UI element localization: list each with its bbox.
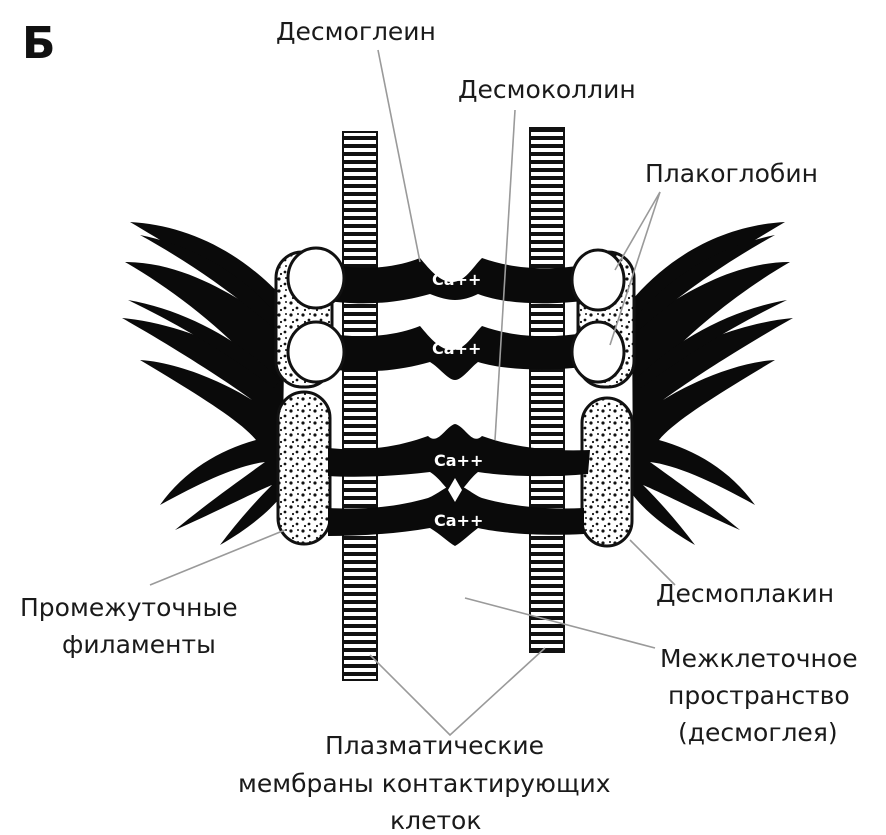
- plakoglobin-upper-left: [288, 248, 344, 308]
- label-desmoglein: Десмоглеин: [276, 17, 436, 46]
- calcium-label: Ca++: [434, 451, 483, 470]
- calcium-label: Ca++: [434, 511, 483, 530]
- leader-membranes: [370, 648, 545, 735]
- label-desmoplakin: Десмоплакин: [656, 579, 834, 608]
- panel-letter: Б: [22, 18, 56, 69]
- label-desmocollin: Десмоколлин: [458, 75, 636, 104]
- intermediate-filaments-right: [632, 222, 793, 545]
- label-membranes-line1: Плазматические: [325, 731, 544, 760]
- label-intermediate-filaments-line1: Промежуточные: [20, 593, 238, 622]
- label-plakoglobin: Плакоглобин: [645, 159, 818, 188]
- label-intercellular-space-line2: пространство: [668, 681, 850, 710]
- label-membranes-line3: клеток: [390, 806, 481, 835]
- plakoglobin-lower-left: [288, 322, 344, 382]
- intermediate-filaments-left: [122, 222, 285, 545]
- label-intercellular-space-line1: Межклеточное: [660, 644, 858, 673]
- label-intercellular-space-line3: (десмоглея): [678, 718, 838, 747]
- plasma-membrane-right: [530, 128, 564, 652]
- leader-filaments: [150, 530, 285, 585]
- plakoglobin-upper-right: [572, 250, 624, 310]
- plakoglobin-lower-right: [572, 322, 624, 382]
- desmoplakin-plaque-lower-left: [278, 392, 330, 544]
- label-membranes-line2: мембраны контактирующих: [238, 769, 611, 798]
- plasma-membrane-left: [343, 132, 377, 680]
- calcium-label: Ca++: [432, 339, 481, 358]
- label-intermediate-filaments-line2: филаменты: [62, 630, 216, 659]
- desmoplakin-plaque-lower-right: [582, 398, 632, 546]
- calcium-label: Ca++: [432, 270, 481, 289]
- leader-desmoglein: [378, 50, 420, 262]
